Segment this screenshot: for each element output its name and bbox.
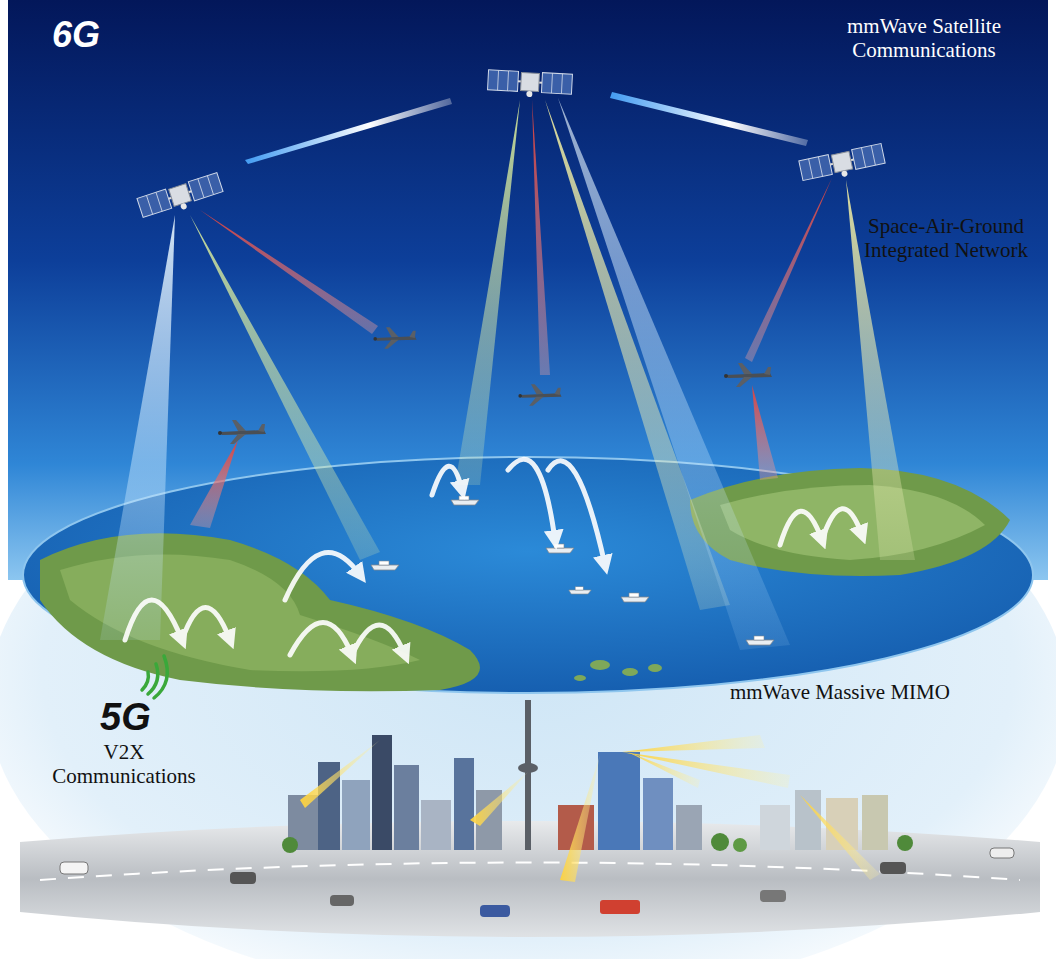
network-logo: 6G	[52, 14, 100, 55]
layer-title: mmWave Satellite Communications	[826, 14, 1022, 62]
network-logo: 5G	[100, 696, 151, 740]
layer-title: V2X Communications	[46, 740, 202, 788]
layer-title: Space-Air-Ground Integrated Network	[862, 214, 1030, 262]
layer-title: mmWave Massive MIMO	[730, 680, 950, 704]
